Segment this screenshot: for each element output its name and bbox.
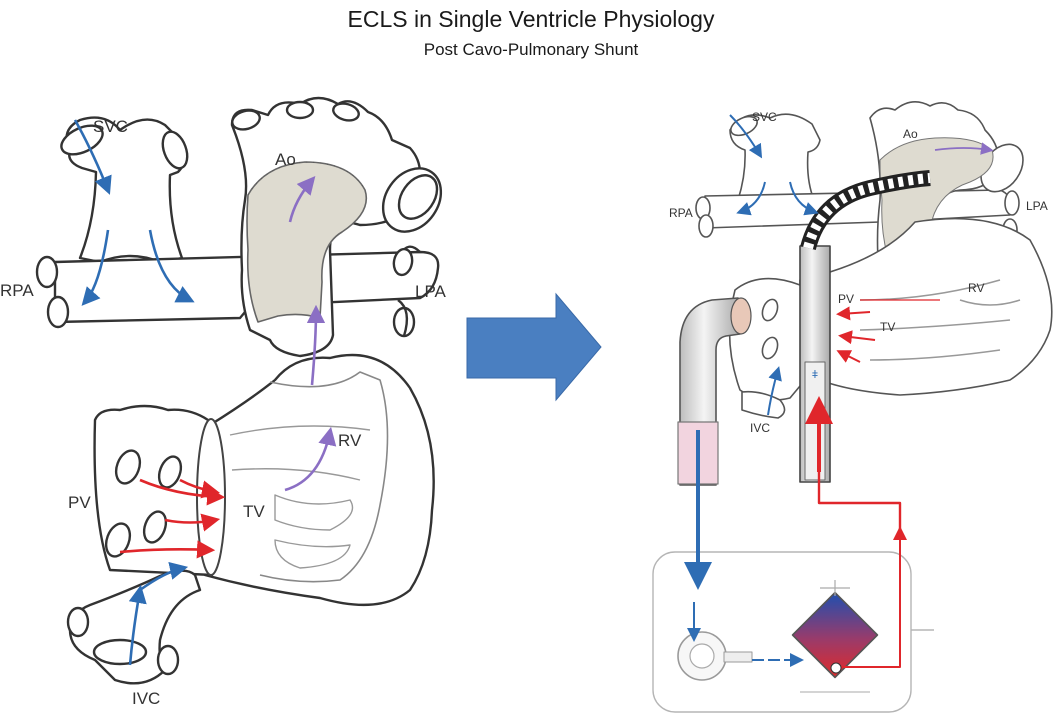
left-heart-diagram: SVC Ao RPA LPA RV PV TV IVC — [0, 96, 447, 708]
left-label-pv: PV — [68, 493, 91, 512]
right-label-pv: PV — [838, 292, 854, 306]
left-shunt-patch — [246, 161, 367, 323]
left-svc-vessel — [60, 116, 189, 264]
oxygenator — [791, 580, 879, 693]
ecmo-circuit — [652, 526, 934, 713]
left-label-ivc: IVC — [132, 689, 160, 708]
diagram-title: ECLS in Single Ventricle Physiology — [347, 6, 715, 32]
right-label-rpa: RPA — [669, 206, 693, 220]
left-label-tv: TV — [243, 502, 265, 521]
right-label-ivc: IVC — [750, 421, 770, 435]
left-label-rv: RV — [338, 431, 362, 450]
svg-text:ǂ: ǂ — [812, 369, 818, 381]
right-label-tv: TV — [880, 320, 895, 334]
transition-arrow — [466, 292, 602, 402]
venous-cannula — [677, 297, 752, 486]
right-labels: SVC Ao RPA LPA RV PV TV IVC — [669, 110, 1048, 435]
left-pulmonary-arteries — [35, 245, 440, 338]
arterial-return-line — [817, 400, 902, 530]
left-flow-arrows — [73, 119, 337, 666]
right-label-lpa: LPA — [1026, 199, 1048, 213]
right-ivc-vessel — [741, 390, 786, 419]
left-label-ao: Ao — [275, 150, 296, 169]
right-svc-vessel — [729, 113, 821, 206]
right-heart-body — [799, 217, 1053, 396]
left-label-lpa: LPA — [415, 282, 447, 301]
arterial-cannula: ǂ — [799, 170, 931, 483]
centrifugal-pump — [677, 602, 753, 681]
right-label-svc: SVC — [752, 110, 777, 124]
right-flow-arrows — [729, 114, 941, 416]
left-labels: SVC Ao RPA LPA RV PV TV IVC — [0, 117, 447, 708]
diagram-subtitle: Post Cavo-Pulmonary Shunt — [423, 40, 639, 59]
right-atrium — [728, 277, 810, 401]
right-label-rv: RV — [968, 281, 984, 295]
left-label-svc: SVC — [93, 117, 128, 136]
right-heart-diagram: ǂ SVC Ao RPA LPA RV PV TV IVC — [652, 101, 1053, 713]
left-heart-body — [203, 353, 435, 607]
left-label-rpa: RPA — [0, 281, 34, 300]
right-label-ao: Ao — [903, 127, 918, 141]
